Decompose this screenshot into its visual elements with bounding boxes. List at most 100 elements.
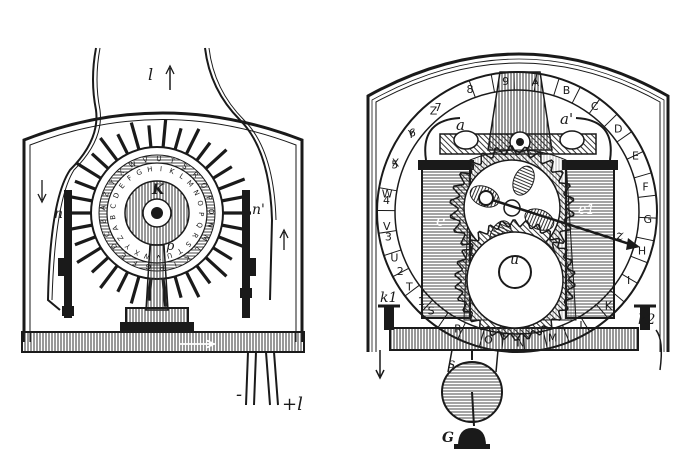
spoke [76, 162, 104, 181]
ring-letter: T [175, 246, 184, 256]
ring-letter: V [142, 156, 149, 165]
ring-letter: C [103, 230, 112, 238]
label-l-top: l [148, 65, 153, 84]
spoke [194, 263, 212, 285]
dial-letter: L [579, 319, 586, 332]
ring-letter: Y [107, 178, 117, 187]
ring-letter: M [200, 233, 210, 242]
ring-letter: C [109, 203, 118, 209]
dial-letter: W [382, 188, 393, 201]
ring-letter: W [128, 160, 138, 170]
dial-ticks [377, 72, 657, 352]
spoke [64, 223, 95, 232]
dial-number: 5 [391, 159, 398, 172]
ring-letter: N [205, 222, 214, 229]
spoke [74, 179, 98, 192]
ring-letter: F [126, 174, 134, 183]
ring-letter: P [204, 195, 213, 201]
spoke [172, 127, 183, 152]
spoke [194, 141, 212, 163]
left-figure: ZYXWVUTSRQPONMLKIHGFEDCBA ABCDEFGHIKLMNO… [21, 47, 305, 415]
label-z-pointer: z [615, 228, 624, 244]
label-k: K [151, 182, 165, 198]
dial-letter: Y [407, 128, 415, 141]
label-n-right: n' [252, 202, 265, 218]
ring-letter: O [195, 200, 204, 208]
ring-letter: X [117, 168, 126, 177]
ring-letter: Y [123, 241, 133, 251]
ring-letter: M [185, 179, 195, 189]
left-post-right [242, 190, 250, 318]
spoke [116, 269, 130, 293]
spoke [161, 119, 168, 150]
dial-letter: I [627, 274, 630, 287]
dial-letter: A [531, 76, 539, 89]
left-inner-letter-ring: ABCDEFGHIKLMNOPQRSTUVWXYZ [109, 165, 205, 261]
dial-letter: M [548, 332, 558, 345]
dial-number: 9 [502, 75, 509, 88]
spoke [210, 165, 233, 181]
dial-outer [376, 71, 658, 353]
dial-letter: X [392, 156, 400, 169]
ring-letter: N [191, 189, 201, 197]
label-k2: k2 [638, 312, 655, 328]
dial-letter: S [428, 304, 435, 317]
label-k1: k1 [380, 290, 397, 306]
ring-letter: I [160, 165, 163, 173]
spoke [210, 245, 233, 261]
dial-number: 4 [383, 194, 390, 207]
spoke [203, 254, 228, 278]
left-housing [22, 111, 304, 342]
dial-letter: C [591, 100, 599, 113]
ring-letter: S [181, 162, 189, 171]
spoke [116, 133, 130, 157]
dial-letter: B [563, 84, 571, 97]
label-u: u [510, 252, 519, 268]
ring-letter: D [112, 192, 121, 200]
ring-letter: R [190, 231, 199, 239]
spoke [129, 274, 142, 304]
dial-number: 3 [385, 230, 392, 243]
dial-pointer [485, 196, 637, 248]
ring-letter: B [109, 214, 117, 220]
ring-letter: F [132, 258, 139, 267]
bell-g [458, 428, 486, 446]
dial-letter: E [632, 150, 639, 163]
left-wire-1 [46, 47, 98, 311]
dial-letter: U [390, 252, 398, 265]
spoke [99, 263, 120, 289]
dial-letter: G [644, 213, 653, 226]
ring-letter: S [183, 240, 192, 249]
spoke [74, 234, 98, 247]
ring-letter: X [133, 248, 141, 257]
ring-letter: Q [195, 221, 204, 229]
spoke [219, 223, 244, 231]
ring-letter: A [111, 224, 120, 231]
dial-number: 6 [409, 127, 416, 140]
hub-u [498, 255, 532, 289]
dial-letter: O [484, 333, 493, 346]
dial-letter: H [638, 245, 646, 258]
left-post-left [64, 190, 72, 318]
spoke [219, 195, 244, 203]
ring-letter: I [173, 260, 178, 268]
right-housing [366, 52, 670, 352]
label-e-left: e [436, 211, 445, 230]
ring-letter: Z [116, 233, 125, 242]
label-e-right: e1 [578, 202, 595, 218]
spoke [184, 269, 201, 298]
dial-letter: N [517, 336, 525, 349]
ring-letter: U [166, 251, 173, 260]
label-n-left: n [54, 206, 63, 222]
label-plus-l: +l [282, 394, 303, 415]
dial-letter: F [642, 181, 648, 194]
dial-number: 2 [397, 265, 404, 278]
ring-letter: L [193, 245, 202, 253]
left-wire-2 [204, 47, 274, 301]
spoke [129, 122, 142, 152]
spoke [90, 254, 111, 274]
